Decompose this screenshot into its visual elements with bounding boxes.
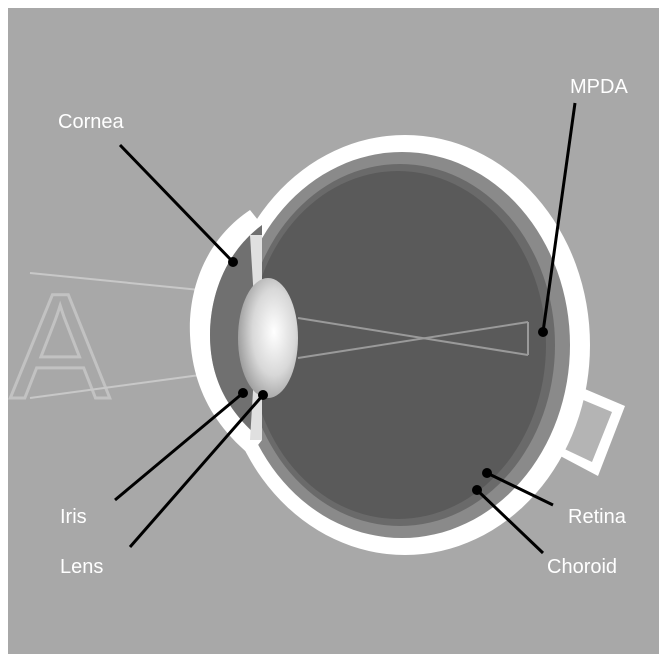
- object-letter: A: [10, 262, 110, 430]
- label-retina: Retina: [568, 506, 627, 528]
- label-choroid: Choroid: [547, 556, 617, 578]
- label-mpda: MPDA: [570, 76, 628, 98]
- label-iris: Iris: [60, 506, 87, 528]
- label-cornea: Cornea: [58, 111, 124, 133]
- label-lens: Lens: [60, 556, 103, 578]
- lens-shape: [238, 278, 298, 398]
